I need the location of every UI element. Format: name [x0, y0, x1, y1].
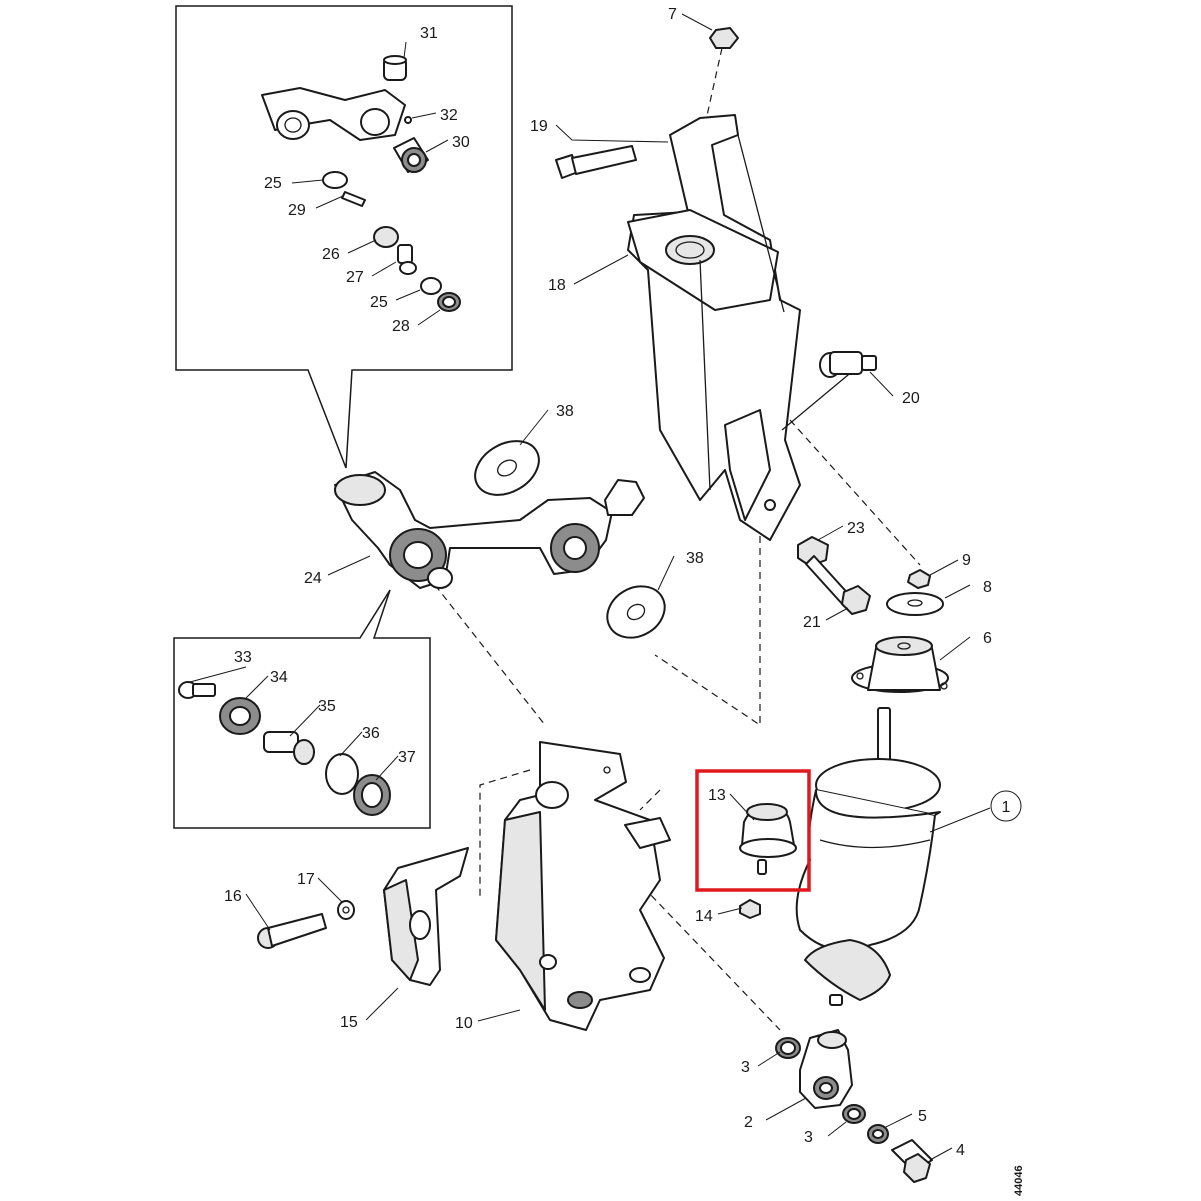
part-24-pivot-arm — [334, 471, 645, 589]
part-6-mount — [851, 636, 949, 693]
part-7-nut — [709, 27, 739, 49]
part-37-seal — [353, 774, 391, 816]
callout-25b: 25 — [370, 294, 388, 311]
part-2-eye-bracket — [799, 1029, 853, 1109]
callout-30: 30 — [452, 134, 470, 151]
detail-box-lower — [173, 589, 431, 829]
callout-37: 37 — [398, 749, 416, 766]
callout-16: 16 — [224, 888, 242, 905]
part-1-air-spring — [795, 707, 941, 1006]
callout-23: 23 — [847, 520, 865, 537]
callout-6: 6 — [983, 630, 992, 647]
part-15-clamp — [383, 847, 469, 986]
part-26-washer — [373, 226, 399, 248]
callout-25a: 25 — [264, 175, 282, 192]
callout-3b: 3 — [804, 1129, 813, 1146]
callout-28: 28 — [392, 318, 410, 335]
callout-13: 13 — [708, 787, 726, 804]
part-30-bushing — [393, 137, 429, 173]
callout-36: 36 — [362, 725, 380, 742]
highlight-frame-part-13 — [695, 769, 811, 892]
part-25-circlip-lower — [420, 277, 442, 295]
part-21-bolt — [797, 536, 871, 615]
callout-4: 4 — [956, 1142, 965, 1159]
part-32-pin — [404, 116, 412, 124]
part-8-washer — [886, 592, 944, 616]
part-38-washer-lower — [606, 585, 666, 639]
callout-19: 19 — [530, 118, 548, 135]
part-27-pin-assembly — [397, 244, 417, 275]
part-9-nut — [907, 569, 931, 589]
part-10-bracket — [495, 741, 671, 1031]
part-16-bolt — [257, 913, 327, 949]
callout-29: 29 — [288, 202, 306, 219]
callout-10: 10 — [455, 1015, 473, 1032]
part-19-bolt — [555, 145, 637, 179]
callout-18: 18 — [548, 277, 566, 294]
callout-3a: 3 — [741, 1059, 750, 1076]
part-4-bolt — [891, 1139, 933, 1183]
part-34-bearing — [219, 697, 261, 735]
part-25-circlip-upper — [322, 171, 348, 189]
callout-14: 14 — [695, 908, 713, 925]
drawing-reference-number: 44046 — [1013, 1165, 1025, 1196]
callout-circle-1 — [990, 790, 1022, 822]
callout-9: 9 — [962, 552, 971, 569]
detail-box-upper — [175, 5, 513, 469]
callout-32: 32 — [440, 107, 458, 124]
callout-8: 8 — [983, 579, 992, 596]
callout-1: 1 — [1002, 799, 1011, 816]
callout-31: 31 — [420, 25, 438, 42]
part-20-bolt — [819, 351, 877, 378]
callout-35: 35 — [318, 698, 336, 715]
part-18-bracket — [627, 114, 861, 541]
part-38-washer-upper — [474, 440, 540, 496]
part-14-nut — [739, 899, 761, 919]
callout-26: 26 — [322, 246, 340, 263]
callout-24: 24 — [304, 570, 322, 587]
callout-labels: 1 2 3 3 4 5 6 7 8 9 10 13 14 15 16 17 18… — [224, 6, 1025, 1196]
part-13-rubber-buffer — [739, 803, 797, 875]
part-36-circlip — [325, 753, 359, 795]
callout-27: 27 — [346, 269, 364, 286]
mini-pivot-arm — [261, 87, 406, 141]
callout-38b: 38 — [686, 550, 704, 567]
part-31-bushing-cap — [383, 55, 407, 81]
callout-2: 2 — [744, 1114, 753, 1131]
callout-5: 5 — [918, 1108, 927, 1125]
callout-21: 21 — [803, 614, 821, 631]
callout-17: 17 — [297, 871, 315, 888]
callout-15: 15 — [340, 1014, 358, 1031]
part-35-pin — [263, 731, 315, 765]
callout-33: 33 — [234, 649, 252, 666]
part-17-washer — [337, 900, 355, 920]
callout-34: 34 — [270, 669, 288, 686]
leader-lines — [189, 13, 991, 1161]
callout-20: 20 — [902, 390, 920, 407]
callout-38a: 38 — [556, 403, 574, 420]
callout-7: 7 — [668, 6, 677, 23]
part-33-bolt — [178, 681, 216, 699]
